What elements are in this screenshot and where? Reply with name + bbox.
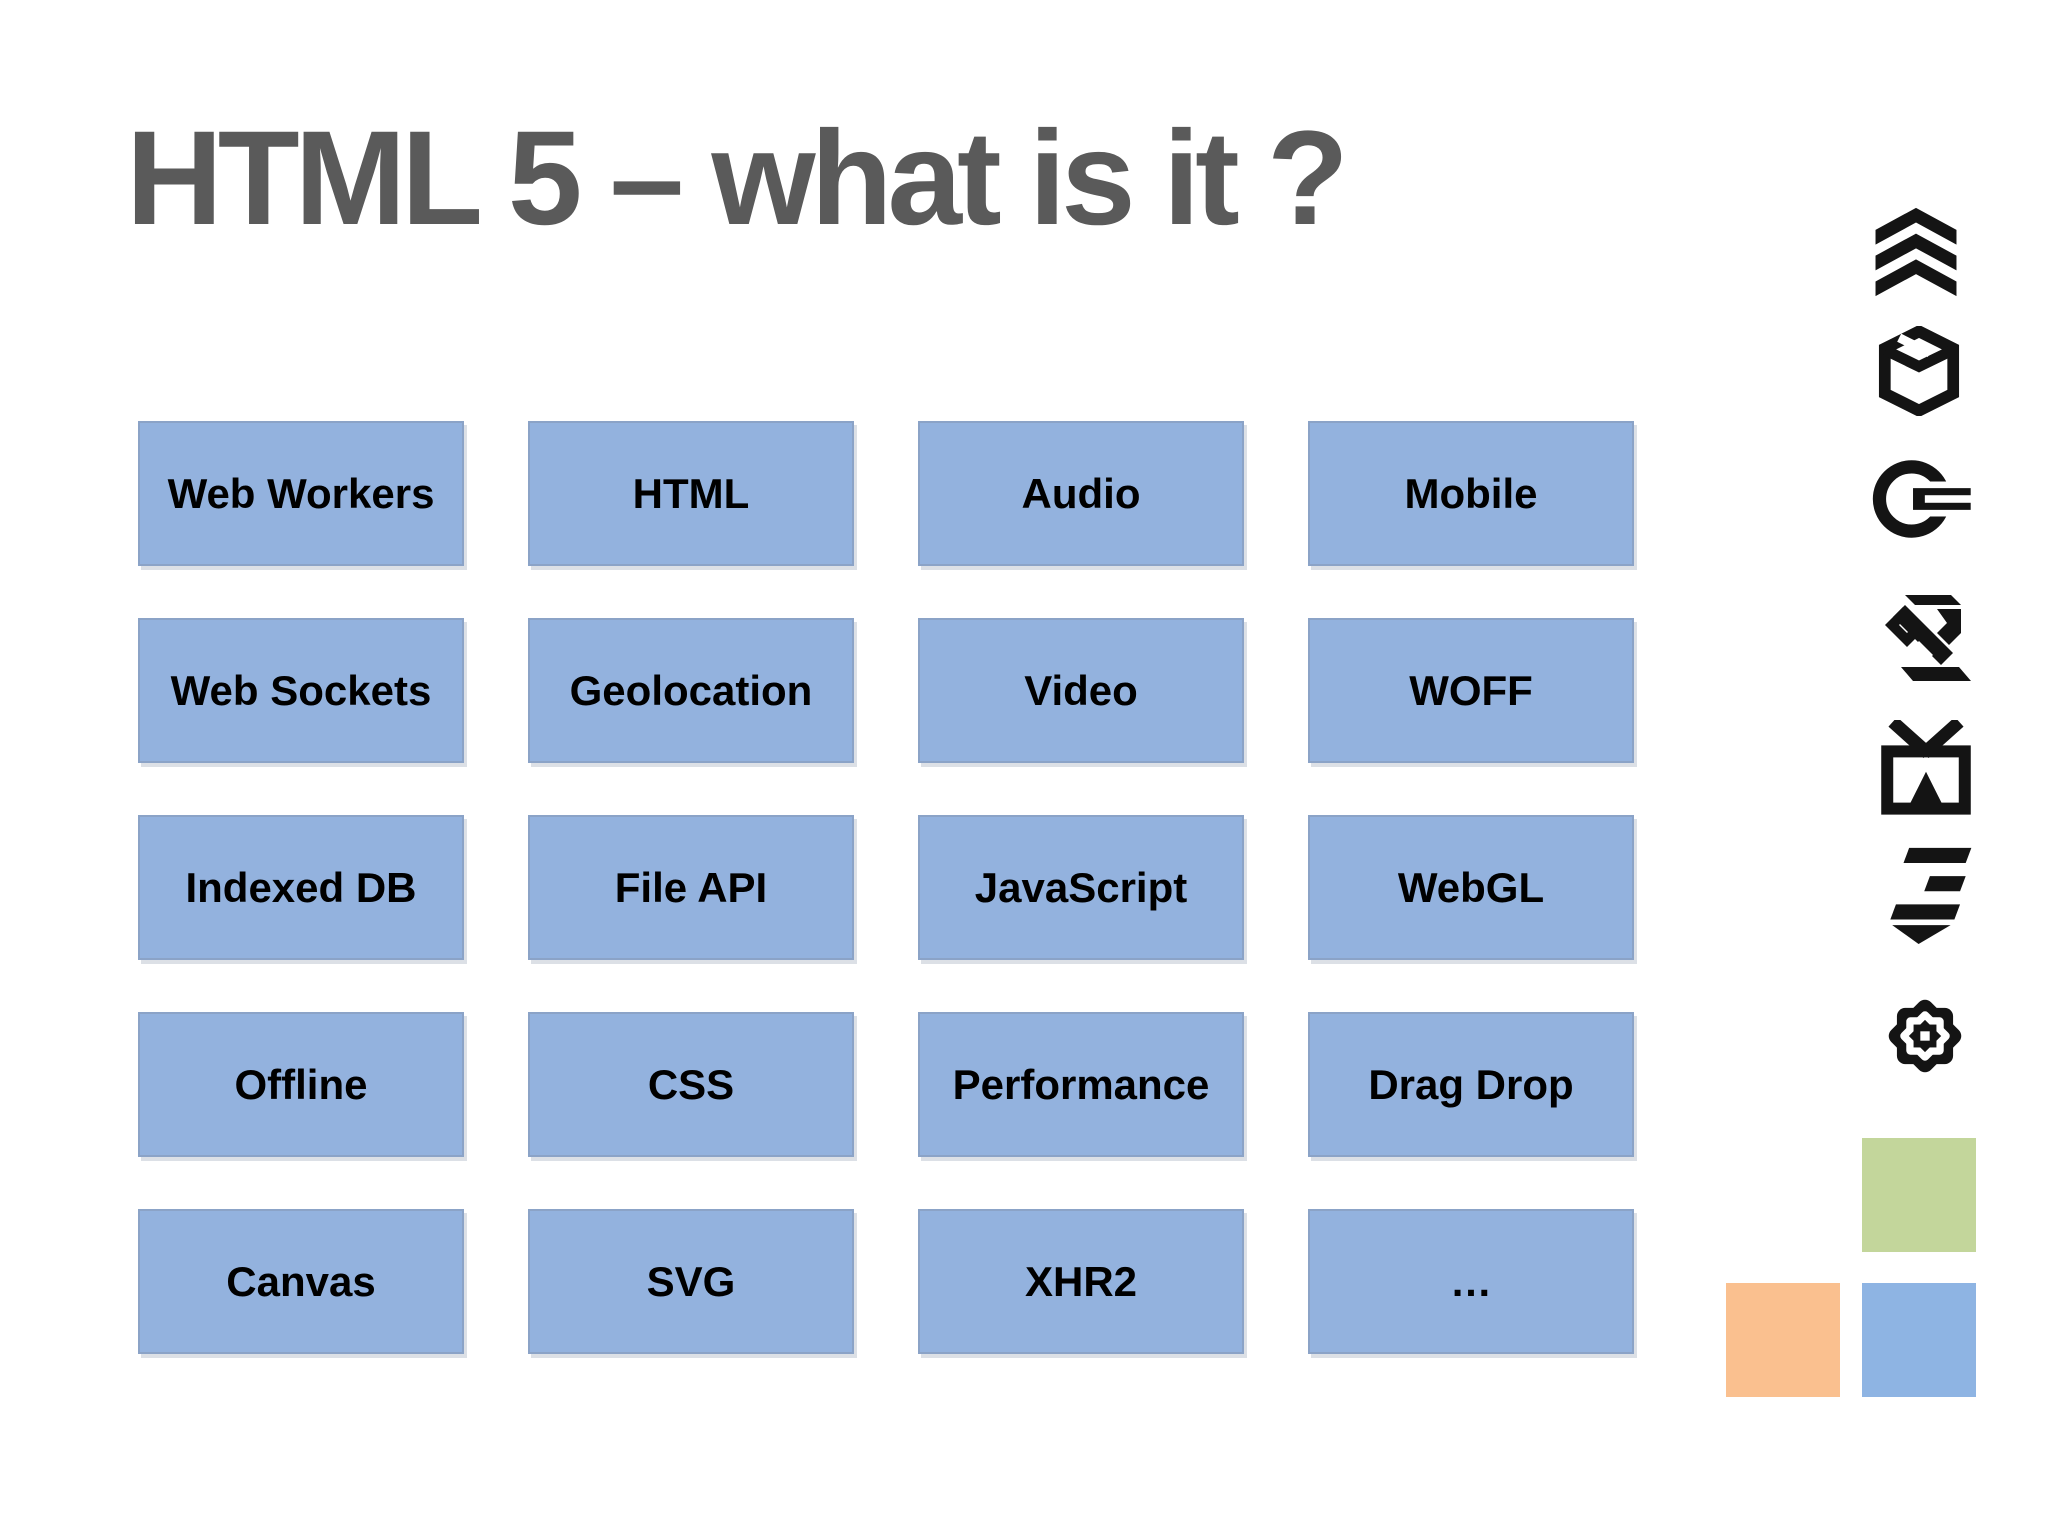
page-title: HTML 5 – what is it ? <box>126 104 1349 253</box>
feature-box-canvas: Canvas <box>138 1209 464 1354</box>
feature-box-label: CSS <box>647 1060 735 1108</box>
feature-box-label: Performance <box>952 1060 1210 1108</box>
feature-box-web-workers: Web Workers <box>138 421 464 566</box>
offline-storage-icon <box>1872 326 1966 416</box>
feature-box-xhr2: XHR2 <box>918 1209 1244 1354</box>
feature-box-indexed-db: Indexed DB <box>138 815 464 960</box>
feature-box-geolocation: Geolocation <box>528 618 854 763</box>
feature-box-ellipsis: … <box>1308 1209 1634 1354</box>
feature-box-css: CSS <box>528 1012 854 1157</box>
feature-box-label: Indexed DB <box>185 863 417 911</box>
feature-box-label: WOFF <box>1409 666 1533 714</box>
graphics-effects-icon <box>1872 984 1978 1088</box>
feature-box-label: Mobile <box>1404 469 1538 517</box>
feature-box-label: File API <box>614 863 768 911</box>
green-square <box>1862 1138 1976 1252</box>
feature-box-label: Web Sockets <box>170 666 432 714</box>
feature-box-label: XHR2 <box>1024 1257 1138 1305</box>
feature-box-label: Video <box>1024 666 1138 714</box>
feature-box-label: Web Workers <box>167 469 435 517</box>
feature-box-offline: Offline <box>138 1012 464 1157</box>
feature-box-label: Offline <box>234 1060 368 1108</box>
css3-styling-icon <box>1880 846 1976 944</box>
feature-box-svg: SVG <box>528 1209 854 1354</box>
feature-box-label: JavaScript <box>974 863 1188 911</box>
feature-box-web-sockets: Web Sockets <box>138 618 464 763</box>
feature-box-file-api: File API <box>528 815 854 960</box>
feature-box-label: Audio <box>1021 469 1141 517</box>
feature-box-video: Video <box>918 618 1244 763</box>
feature-box-webgl: WebGL <box>1308 815 1634 960</box>
orange-square <box>1726 1283 1840 1397</box>
feature-box-label: WebGL <box>1397 863 1545 911</box>
blue-square <box>1862 1283 1976 1397</box>
feature-box-javascript: JavaScript <box>918 815 1244 960</box>
feature-box-label: Drag Drop <box>1368 1060 1574 1108</box>
feature-box-html: HTML <box>528 421 854 566</box>
feature-box-label: HTML <box>632 469 750 517</box>
feature-box-mobile: Mobile <box>1308 421 1634 566</box>
feature-box-drag-drop: Drag Drop <box>1308 1012 1634 1157</box>
feature-grid: Web Workers HTML Audio Mobile Web Socket… <box>138 421 1634 1354</box>
feature-box-woff: WOFF <box>1308 618 1634 763</box>
feature-box-label: Canvas <box>226 1257 376 1305</box>
feature-box-performance: Performance <box>918 1012 1244 1157</box>
feature-box-label: Geolocation <box>569 666 813 714</box>
connectivity-icon <box>1872 593 1978 685</box>
feature-box-label: SVG <box>646 1257 736 1305</box>
device-access-icon <box>1870 452 1974 546</box>
semantics-icon <box>1870 206 1962 298</box>
multimedia-icon <box>1878 720 1974 816</box>
feature-box-label: … <box>1450 1257 1492 1305</box>
feature-box-audio: Audio <box>918 421 1244 566</box>
